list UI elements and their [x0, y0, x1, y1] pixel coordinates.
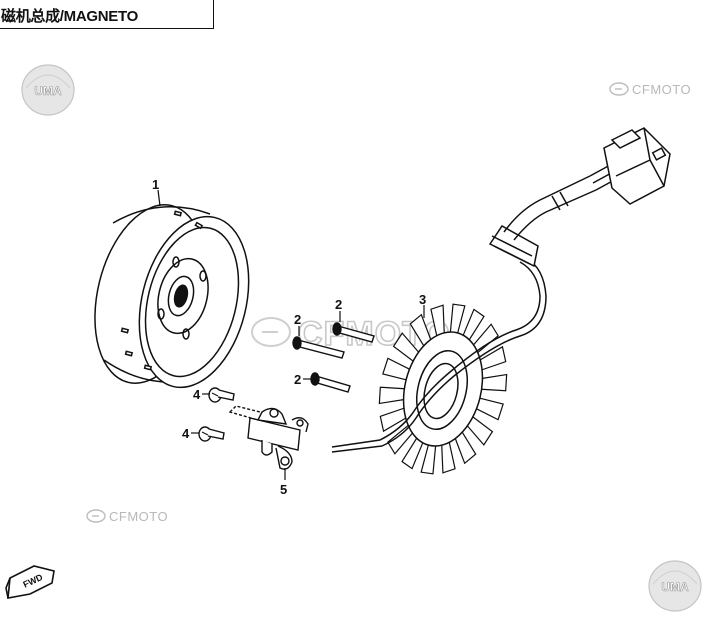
callout-label: 2 — [335, 297, 342, 312]
callout-label: 2 — [294, 312, 301, 327]
cfmoto-logo-bottom-left: CFMOTO — [86, 509, 168, 524]
uma-logo-top-left: UMA — [21, 64, 75, 116]
stator-tooth — [401, 437, 424, 470]
stator-tooth — [462, 308, 485, 341]
callout-5: 5 — [280, 468, 287, 497]
callout-4: 4 — [182, 426, 199, 441]
callout-label: 4 — [182, 426, 190, 441]
stator-tooth — [441, 441, 456, 474]
callout-4: 4 — [193, 387, 210, 402]
uma-logo-bottom-right: UMA — [648, 560, 702, 612]
stator-tooth — [479, 345, 507, 371]
callout-3: 3 — [419, 292, 426, 318]
stator-coil — [378, 303, 508, 475]
callout-label: 5 — [280, 482, 287, 497]
callout-2: 2 — [294, 312, 301, 336]
sensor-screw — [208, 387, 235, 403]
cfmoto-logo-text: CFMOTO — [109, 509, 168, 524]
callout-label: 3 — [419, 292, 426, 307]
pickup-sensor — [228, 405, 309, 470]
callout-2: 2 — [294, 372, 312, 387]
stator-tooth — [382, 357, 411, 381]
stator-bolt — [310, 372, 351, 393]
callout-1: 1 — [152, 177, 161, 207]
stator-tooth — [420, 444, 437, 475]
flywheel-rotor — [94, 204, 250, 389]
cfmoto-logo-top-right: CFMOTO — [609, 82, 691, 97]
stator-tooth — [475, 397, 504, 421]
title-box: 磁机总成/MAGNETO — [0, 0, 214, 29]
stator-tooth — [379, 407, 407, 433]
callout-label: 2 — [294, 372, 301, 387]
stator-bolt — [332, 322, 375, 343]
stator-tooth — [449, 303, 466, 334]
uma-logo-text: UMA — [34, 84, 62, 98]
sensor-screw — [198, 426, 225, 442]
callout-2: 2 — [335, 297, 342, 322]
stator-tooth — [480, 373, 508, 392]
stator-teeth — [378, 303, 508, 475]
page-title: 磁机总成/MAGNETO — [1, 8, 138, 25]
fwd-direction-marker: FWD — [5, 565, 55, 599]
cfmoto-logo-text: CFMOTO — [632, 82, 691, 97]
stator-tooth — [378, 386, 406, 405]
stator-bolt — [292, 336, 345, 359]
uma-logo-text: UMA — [661, 580, 689, 594]
wiring-harness — [331, 127, 671, 453]
stator-tooth — [387, 424, 414, 455]
callout-label: 1 — [152, 177, 159, 192]
callout-label: 4 — [193, 387, 201, 402]
